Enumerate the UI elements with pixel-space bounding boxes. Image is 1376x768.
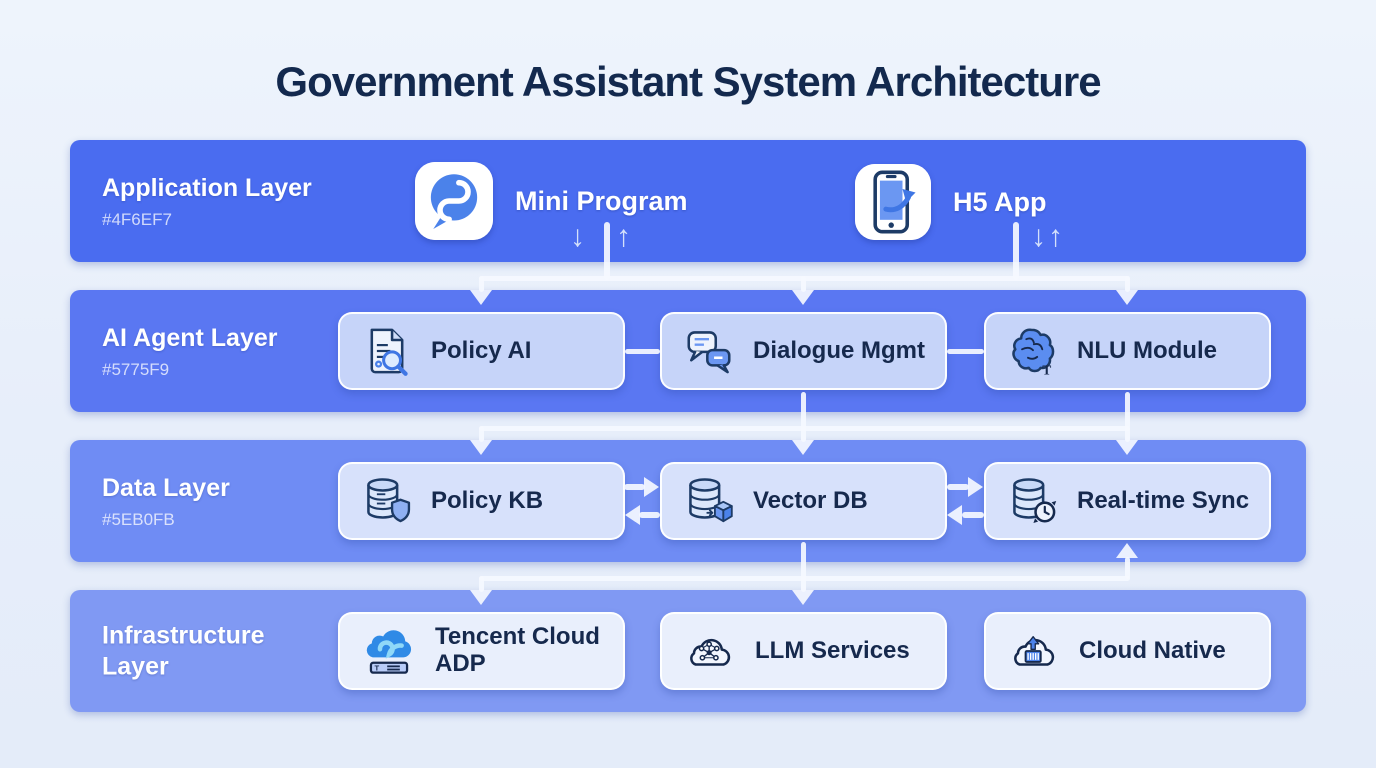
connector-drop (479, 426, 484, 442)
node-label: H5 App (953, 186, 1047, 217)
connector-drop (801, 426, 806, 442)
node-label: Mini Program (515, 185, 688, 216)
cloud-container-icon (1006, 624, 1062, 678)
node-nlu-module: T NLU Module (984, 312, 1271, 390)
down-arrowhead-icon (792, 440, 814, 455)
svg-text:T: T (1042, 363, 1051, 378)
up-arrow-icon: ↑ (1048, 220, 1063, 253)
connector-drop (479, 576, 484, 592)
node-label: Dialogue Mgmt (753, 336, 925, 364)
connector-vectordb-sync-right (947, 484, 969, 490)
connector-riser (1125, 557, 1130, 579)
layer-name: AI Agent Layer (102, 323, 278, 352)
layer-band-application: Application Layer #4F6EF7 Mini Program (70, 140, 1306, 262)
connector-h5-app-stub (1013, 222, 1019, 280)
node-label: Policy AI (431, 336, 532, 364)
node-policy-ai: Policy AI (338, 312, 625, 390)
cloud-network-icon (682, 624, 738, 678)
layer-label-infrastructure: Infrastructure Layer (102, 621, 317, 682)
node-label: LLM Services (755, 636, 910, 664)
node-label: Tencent Cloud ADP (435, 623, 600, 677)
database-sync-icon (1006, 474, 1060, 528)
svg-text:T: T (375, 664, 380, 673)
down-arrowhead-icon (470, 440, 492, 455)
node-mini-program: Mini Program (415, 162, 688, 240)
down-arrow-icon: ↓ (1031, 220, 1046, 253)
connector-kb-vectordb-right (624, 484, 645, 490)
connector-mini-program-stub (604, 222, 610, 280)
down-arrowhead-icon (470, 590, 492, 605)
left-arrowhead-icon (947, 505, 962, 525)
chat-bubbles-icon (682, 324, 736, 378)
layer-hex-code: #5EB0FB (102, 509, 175, 529)
connector-vectordb-kb-left (639, 512, 660, 518)
node-llm-services: LLM Services (660, 612, 947, 690)
layer-hex-code: #5775F9 (102, 359, 170, 379)
node-h5-app: H5 App (855, 164, 1047, 240)
database-shield-icon (360, 474, 414, 528)
database-cube-icon (682, 474, 736, 528)
brain-icon: T (1006, 324, 1060, 378)
down-arrowhead-icon (470, 290, 492, 305)
down-arrowhead-icon (1116, 290, 1138, 305)
page-title: Government Assistant System Architecture (275, 58, 1101, 105)
down-arrowhead-icon (792, 290, 814, 305)
node-vector-db: Vector DB (660, 462, 947, 540)
up-arrow-icon: ↑ (616, 220, 631, 253)
mini-program-icon (415, 162, 493, 240)
connector-dialogue-nlu (947, 349, 984, 354)
layer-name: Application Layer (102, 173, 312, 202)
node-label: NLU Module (1077, 336, 1217, 364)
node-label: Real-time Sync (1077, 486, 1250, 514)
connector-sync-vectordb-left (962, 512, 984, 518)
connector-drop (801, 276, 806, 292)
connector-drop (1125, 426, 1130, 442)
layer-hex-code: #4F6EF7 (102, 209, 172, 229)
connector-drop (1125, 276, 1130, 292)
node-label: Vector DB (753, 486, 868, 514)
down-arrowhead-icon (1116, 440, 1138, 455)
up-arrowhead-icon (1116, 543, 1138, 558)
node-label: Policy KB (431, 486, 544, 514)
node-realtime-sync: Real-time Sync (984, 462, 1271, 540)
layer-name: Data Layer (102, 473, 230, 502)
connector-policyai-dialogue (625, 349, 660, 354)
connector-feed (801, 392, 806, 429)
layer-name: Infrastructure Layer (102, 621, 265, 681)
down-arrow-icon: ↓ (570, 220, 585, 253)
node-tencent-cloud-adp: T Tencent Cloud ADP (338, 612, 625, 690)
layer-label-data: Data Layer #5EB0FB (102, 473, 317, 530)
h5-app-icon (855, 164, 931, 240)
node-dialogue-mgmt: Dialogue Mgmt (660, 312, 947, 390)
node-policy-kb: Policy KB (338, 462, 625, 540)
connector-feed (801, 542, 806, 579)
tencent-cloud-icon: T (360, 623, 418, 679)
node-cloud-native: Cloud Native (984, 612, 1271, 690)
connector-feed (1125, 392, 1130, 429)
right-arrowhead-icon (644, 477, 659, 497)
document-search-icon (360, 324, 414, 378)
layer-label-ai-agent: AI Agent Layer #5775F9 (102, 323, 317, 380)
layer-label-application: Application Layer #4F6EF7 (102, 173, 317, 230)
h5-app-icon-tile (855, 164, 931, 240)
left-arrowhead-icon (625, 505, 640, 525)
mini-program-icon-tile (415, 162, 493, 240)
node-label: Cloud Native (1079, 636, 1226, 664)
connector-drop (801, 576, 806, 592)
right-arrowhead-icon (968, 477, 983, 497)
down-arrowhead-icon (792, 590, 814, 605)
connector-drop (479, 276, 484, 292)
